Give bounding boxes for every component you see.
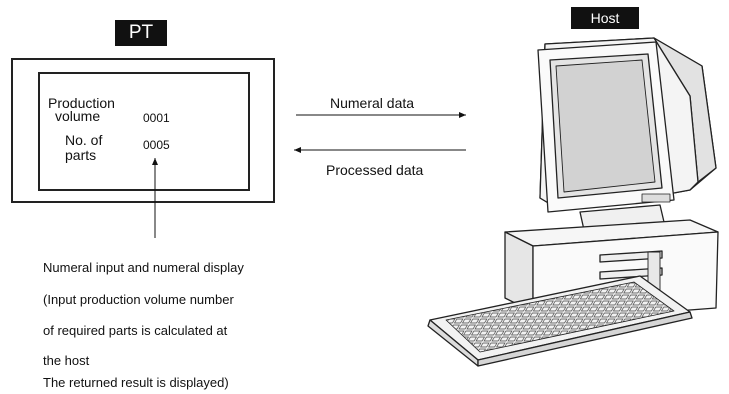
processed-data-label: Processed data [326, 162, 424, 178]
no-of-parts-label-line1: No. of [65, 132, 103, 148]
note-line-2: (Input production volume number [43, 292, 234, 307]
production-volume-value[interactable]: 0001 [143, 111, 170, 125]
host-label: Host [571, 7, 639, 29]
production-volume-label-line2: volume [55, 108, 101, 124]
no-of-parts-value: 0005 [143, 138, 170, 152]
note-line-1: Numeral input and numeral display [43, 260, 244, 275]
pt-label: PT [115, 20, 167, 46]
host-computer-icon [427, 37, 719, 367]
numeral-data-label: Numeral data [330, 95, 415, 111]
note-line-5: The returned result is displayed) [43, 375, 229, 390]
pt-screen [38, 72, 250, 191]
note-line-3: of required parts is calculated at [43, 323, 228, 338]
production-volume-label-line1: Production [48, 95, 115, 111]
note-line-4: the host [43, 353, 90, 368]
pt-terminal-frame [11, 58, 275, 203]
no-of-parts-label-line2: parts [65, 147, 97, 163]
